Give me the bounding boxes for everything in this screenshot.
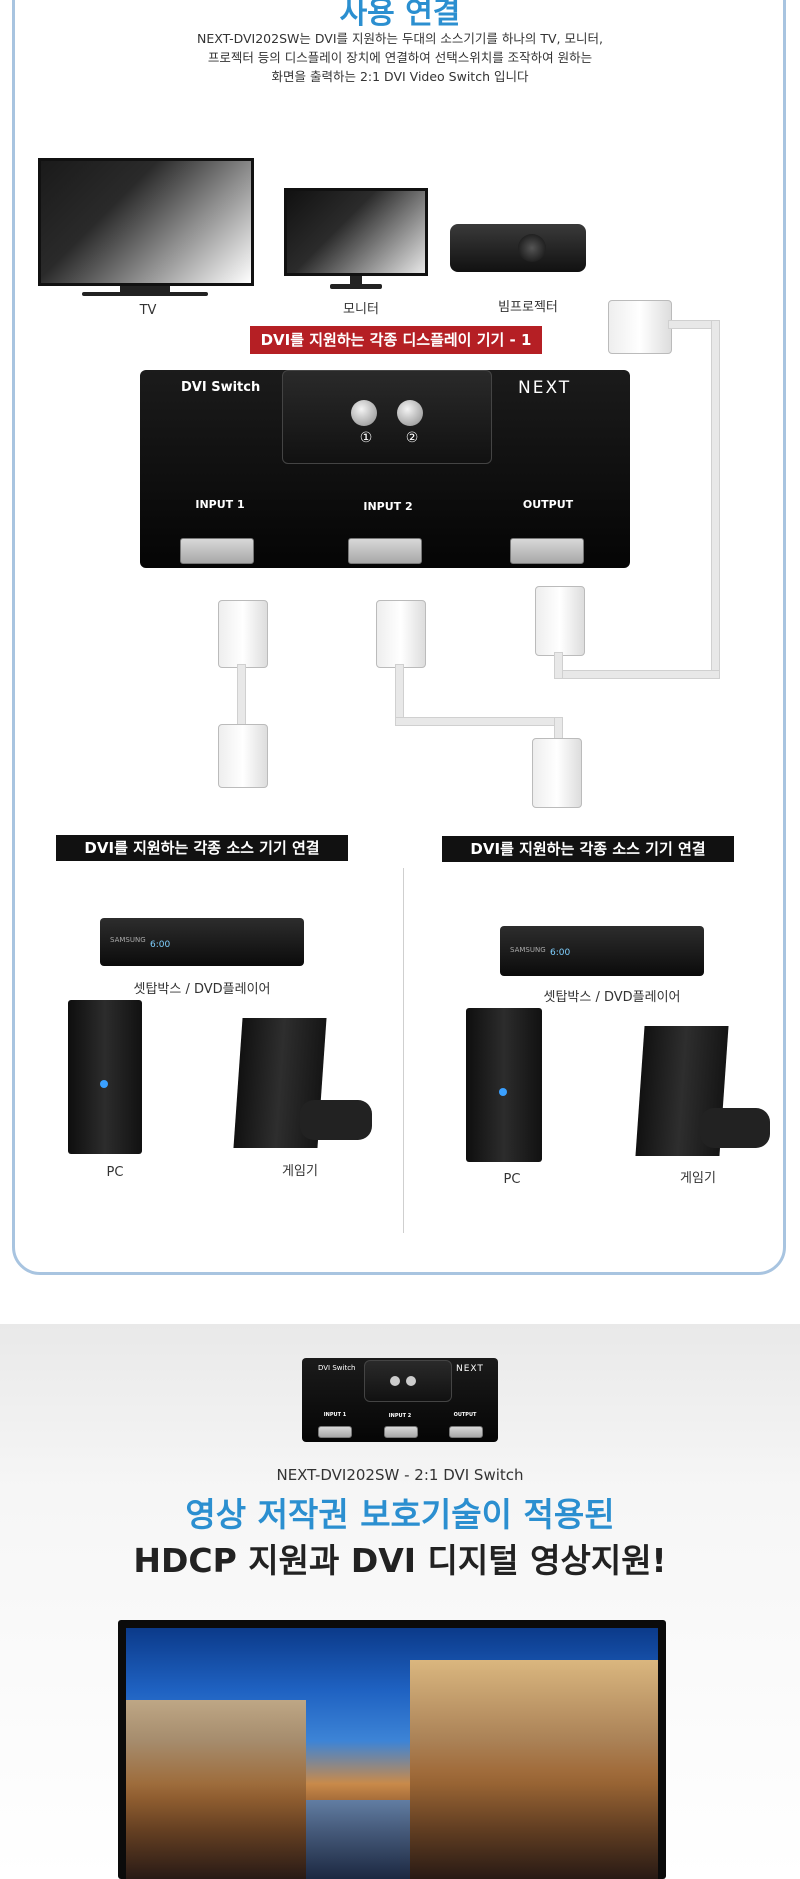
monitor-image — [284, 188, 428, 276]
right-controller-image — [700, 1108, 770, 1148]
monitor-label: 모니터 — [343, 302, 379, 317]
input1-cable — [237, 664, 246, 730]
left-stb-label: 셋탑박스 / DVD플레이어 — [133, 982, 271, 997]
switch-button-1-label: ① — [359, 430, 373, 446]
port-output-label: OUTPUT — [522, 498, 574, 511]
right-stb-brand: SAMSUNG — [510, 946, 546, 954]
small-port-1 — [318, 1426, 352, 1438]
right-stb-label: 셋탑박스 / DVD플레이어 — [543, 990, 681, 1005]
switch-button-1[interactable] — [351, 400, 377, 426]
switch-button-2-label: ② — [405, 430, 419, 446]
right-settop-box-image — [500, 926, 704, 976]
left-stb-display: 6:00 — [150, 940, 171, 950]
left-settop-box-image — [100, 918, 304, 966]
tv-stand-base — [82, 292, 208, 296]
intro-line-1: NEXT-DVI202SW는 DVI를 지원하는 두대의 소스기기를 하나의 T… — [197, 31, 603, 46]
section-title: 사용 연결 — [339, 0, 461, 31]
input2-cable-horizontal — [395, 717, 563, 726]
intro-line-3: 화면을 출력하는 2:1 DVI Video Switch 입니다 — [271, 69, 529, 84]
switch-name-label: DVI Switch — [181, 380, 261, 395]
right-pc-label: PC — [503, 1172, 521, 1187]
projector-lens — [518, 234, 546, 262]
output-cable-vertical — [711, 320, 720, 679]
headline-hdcp-dvi: HDCP 지원과 DVI 디지털 영상지원! — [133, 1541, 667, 1580]
small-switch-button-2 — [406, 1376, 416, 1386]
monitor-stand-base — [330, 284, 382, 289]
switch-button-2[interactable] — [397, 400, 423, 426]
port-input-1 — [180, 538, 254, 564]
left-pc-image — [68, 1000, 142, 1154]
source-devices-banner-right: DVI를 지원하는 각종 소스 기기 연결 — [442, 836, 734, 862]
small-port-3 — [449, 1426, 483, 1438]
output-cable-plug-top — [608, 300, 672, 354]
left-buildings — [126, 1700, 306, 1879]
model-tagline: NEXT-DVI202SW - 2:1 DVI Switch — [276, 1466, 524, 1484]
left-pc-label: PC — [106, 1165, 124, 1180]
input2-cable-plug-bottom — [532, 738, 582, 808]
small-switch-button-panel — [364, 1360, 452, 1402]
right-stb-display: 6:00 — [550, 948, 571, 958]
port-output — [510, 538, 584, 564]
right-console-label: 게임기 — [680, 1171, 716, 1186]
port-input-2-label: INPUT 2 — [363, 500, 413, 513]
projector-label: 빔프로젝터 — [498, 300, 558, 315]
port-input-2 — [348, 538, 422, 564]
switch-button-panel — [282, 370, 492, 464]
left-console-label: 게임기 — [282, 1164, 318, 1179]
output-cable-plug-bottom — [535, 586, 585, 656]
source-divider — [403, 868, 404, 1233]
display-devices-banner: DVI를 지원하는 각종 디스플레이 기기 - 1 — [250, 326, 542, 354]
output-cable-link — [554, 652, 563, 679]
small-switch-brand: NEXT — [456, 1364, 484, 1374]
left-pc-power-light — [100, 1080, 108, 1088]
output-cable-bottom — [560, 670, 720, 679]
intro-line-2: 프로젝터 등의 디스플레이 장치에 연결하여 선택스위치를 조작하여 원하는 — [207, 50, 593, 65]
switch-brand-logo: NEXT — [518, 378, 572, 398]
input1-cable-plug-bottom — [218, 724, 268, 788]
small-switch-name-label: DVI Switch — [318, 1364, 356, 1372]
port-input-1-label: INPUT 1 — [195, 498, 245, 511]
input1-cable-plug-top — [218, 600, 268, 668]
right-buildings — [410, 1660, 658, 1879]
small-port-2 — [384, 1426, 418, 1438]
source-devices-banner-left: DVI를 지원하는 각종 소스 기기 연결 — [56, 835, 348, 861]
monitor-stand — [350, 276, 362, 284]
small-port-3-label: OUTPUT — [453, 1412, 477, 1418]
left-stb-brand: SAMSUNG — [110, 936, 146, 944]
canal-water — [306, 1800, 410, 1879]
headline-copy-protection: 영상 저작권 보호기술이 적용된 — [185, 1495, 615, 1534]
tv-label: TV — [139, 303, 157, 318]
small-switch-button-1 — [390, 1376, 400, 1386]
tv-stand — [120, 286, 170, 292]
tv-image — [38, 158, 254, 286]
right-pc-power-light — [499, 1088, 507, 1096]
right-pc-image — [466, 1008, 542, 1162]
left-controller-image — [300, 1100, 372, 1140]
input2-cable-plug-top — [376, 600, 426, 668]
small-port-1-label: INPUT 1 — [323, 1412, 347, 1418]
small-port-2-label: INPUT 2 — [388, 1413, 412, 1419]
